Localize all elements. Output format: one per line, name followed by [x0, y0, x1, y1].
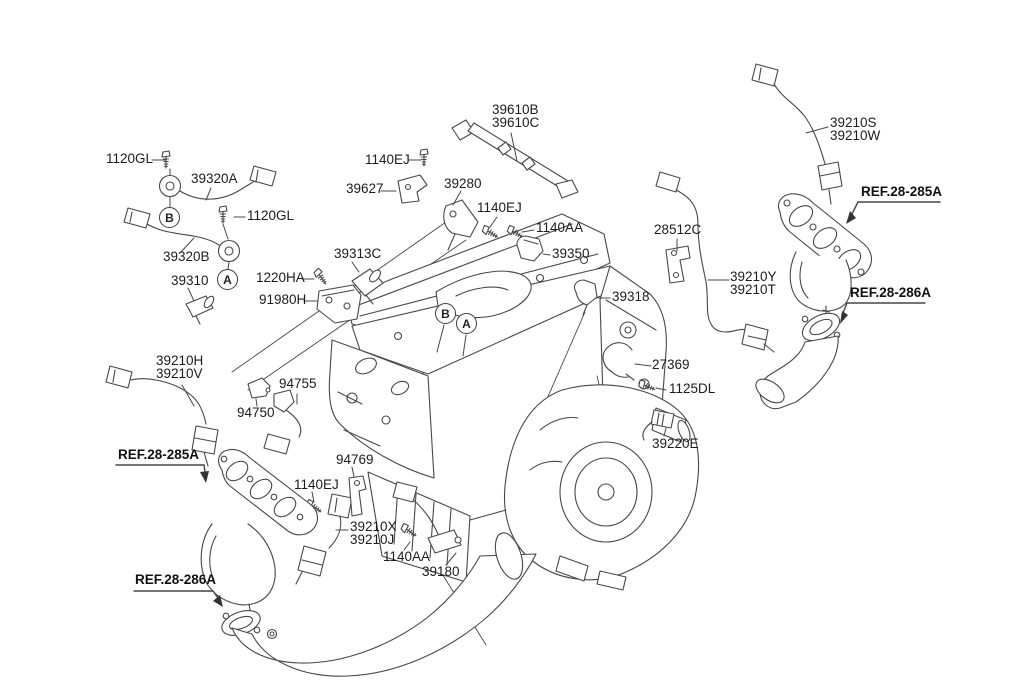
- front-manifold-gasket: [221, 610, 261, 636]
- camshaft-sensor-39280: [443, 199, 479, 251]
- screw-1120gl-2: [218, 205, 228, 224]
- part-label-1125dl: 1125DL: [669, 381, 716, 396]
- part-label-94755: 94755: [279, 376, 317, 391]
- bracket-39627: [397, 174, 428, 204]
- part-label-39313c: 39313C: [334, 246, 382, 261]
- part-label-39310: 39310: [171, 273, 209, 288]
- sensor-39350: [516, 235, 544, 262]
- part-label-28512c: 28512C: [654, 222, 702, 237]
- part-label-39627: 39627: [346, 181, 384, 196]
- callout-circle-b-part: B: [159, 207, 180, 228]
- ref-link-28-286a-right[interactable]: REF.28-286A: [850, 285, 932, 300]
- part-label-94750: 94750: [237, 405, 275, 420]
- sensor-39220e: [642, 409, 675, 441]
- engine-block: [328, 213, 667, 479]
- bracket-94769: [348, 475, 367, 517]
- oil-pressure-switch-94750: [247, 377, 271, 399]
- part-label-39180: 39180: [422, 564, 460, 579]
- rear-exhaust-manifold: [777, 193, 873, 318]
- oxygen-sensor-39210hv: [105, 365, 219, 467]
- part-label-91980h: 91980H: [259, 292, 307, 307]
- oxygen-sensor-39210sw: [751, 63, 843, 205]
- screw-1140ej-1: [419, 148, 429, 167]
- fuel-rail-39610: [451, 119, 579, 199]
- callout-circle-a-part: A: [217, 269, 238, 290]
- part-label-1140aa-2: 1140AA: [383, 549, 431, 564]
- part-label-39350: 39350: [552, 246, 590, 261]
- crankshaft-sensor-39180: [392, 481, 462, 554]
- front-exhaust-manifold: [200, 448, 319, 617]
- part-label-27369: 27369: [652, 357, 690, 372]
- sensor-39318: [573, 279, 598, 316]
- oil-pressure-sender-94755: [263, 389, 302, 455]
- sensor-39310: [185, 295, 215, 325]
- callout-circle-a-engine: A: [456, 313, 477, 334]
- ref-link-28-285a-left[interactable]: REF.28-285A: [118, 447, 200, 462]
- part-label-1120gl-1: 1120GL: [106, 151, 154, 166]
- part-label-39320a: 39320A: [191, 171, 238, 186]
- oxygen-sensor-39210xj: [295, 493, 353, 585]
- part-label-1220ha: 1220HA: [256, 270, 305, 285]
- part-label-1140ej-2: 1140EJ: [477, 200, 522, 215]
- part-label-39320b: 39320B: [163, 249, 210, 264]
- front-downpipe: [231, 532, 537, 677]
- part-label-39318: 39318: [612, 289, 650, 304]
- part-label-1120gl-2: 1120GL: [247, 208, 295, 223]
- part-label-94769: 94769: [336, 452, 374, 467]
- leader-lines: [151, 126, 829, 566]
- part-label-39220e: 39220E: [652, 436, 699, 451]
- part-label-39280: 39280: [444, 176, 482, 191]
- clip-27369: [602, 342, 635, 381]
- part-label-1140ej-1: 1140EJ: [365, 152, 410, 167]
- bracket-28512c: [665, 245, 691, 284]
- ref-underlines-and-arrows: [115, 201, 941, 607]
- screw-1220ha: [312, 267, 330, 287]
- knock-sensor-39320b: [123, 207, 241, 263]
- part-label-1140aa-1: 1140AA: [536, 220, 584, 235]
- camshaft-sensor-39313c: [351, 268, 384, 305]
- ref-link-28-286a-left[interactable]: REF.28-286A: [135, 572, 217, 587]
- rear-downpipe: [755, 335, 839, 410]
- bracket-91980h: [316, 284, 362, 324]
- part-label-1140ej-3: 1140EJ: [294, 477, 339, 492]
- ref-link-28-285a-right[interactable]: REF.28-285A: [861, 184, 943, 199]
- callout-circle-b-engine: B: [435, 303, 456, 324]
- oxygen-sensor-39210yt: [655, 171, 775, 353]
